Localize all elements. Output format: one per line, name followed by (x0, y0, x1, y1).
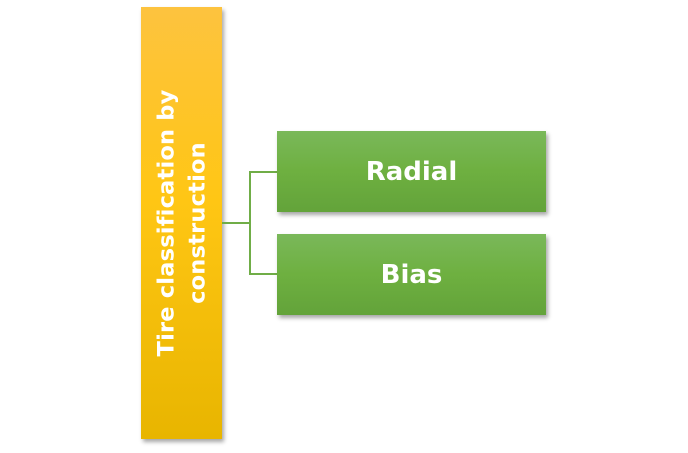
child-node-bias: Bias (277, 234, 546, 315)
child-node-radial: Radial (277, 131, 546, 212)
root-node: Tire classification by construction (141, 7, 222, 439)
connector-trunk (222, 222, 250, 224)
connector-radial (249, 171, 277, 173)
child-node-radial-label: Radial (365, 156, 458, 187)
child-node-bias-label: Bias (380, 259, 443, 290)
connector-vertical (249, 171, 251, 275)
root-node-label: Tire classification by construction (152, 89, 210, 357)
connector-bias (249, 273, 277, 275)
